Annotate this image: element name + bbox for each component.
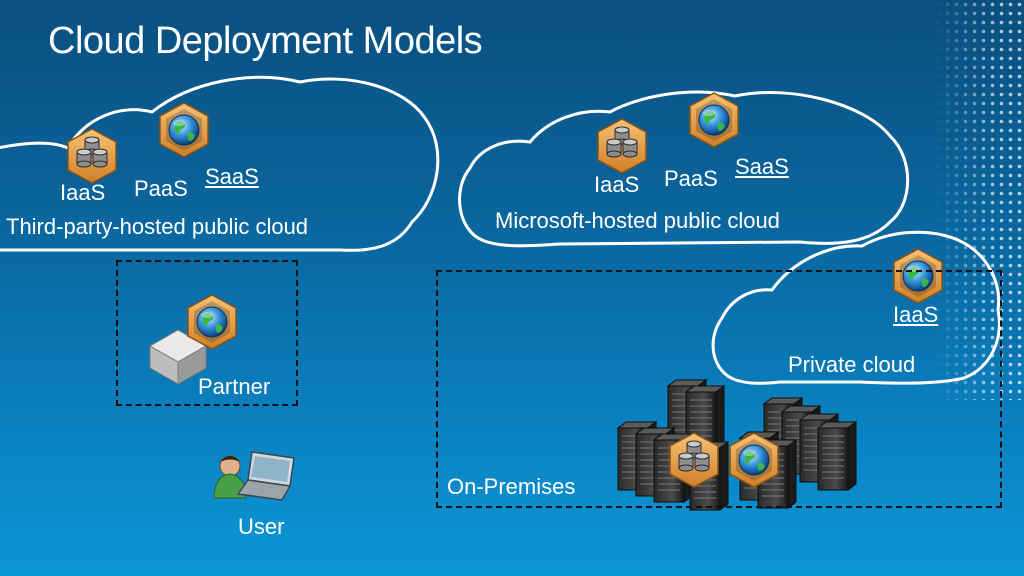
third-party-paas-label: PaaS bbox=[134, 176, 188, 201]
microsoft-iaas-label: IaaS bbox=[594, 172, 640, 197]
page-title: Cloud Deployment Models bbox=[48, 20, 483, 62]
third-party-cloud-caption: Third-party-hosted public cloud bbox=[6, 214, 309, 239]
partner-boundary bbox=[116, 260, 298, 406]
third-party-saas-link[interactable]: SaaS bbox=[205, 164, 259, 189]
partner-label: Partner bbox=[198, 374, 271, 399]
on-premises-label: On-Premises bbox=[447, 474, 576, 499]
private-cloud-shape bbox=[711, 230, 1001, 385]
on-premises-boundary bbox=[436, 270, 1002, 508]
user-label: User bbox=[238, 514, 285, 539]
microsoft-cloud-shape bbox=[458, 90, 910, 248]
private-iaas-link[interactable]: IaaS bbox=[893, 302, 939, 327]
microsoft-cloud-caption: Microsoft-hosted public cloud bbox=[495, 208, 780, 233]
private-cloud-caption: Private cloud bbox=[788, 352, 916, 377]
third-party-iaas-label: IaaS bbox=[60, 180, 106, 205]
decorative-dot-pattern bbox=[934, 0, 1024, 400]
globe-hex-icon bbox=[689, 92, 739, 148]
globe-hex-icon bbox=[159, 102, 209, 158]
database-hex-icon bbox=[597, 118, 647, 174]
user-laptop-icon bbox=[213, 451, 295, 501]
microsoft-saas-link[interactable]: SaaS bbox=[735, 154, 789, 179]
microsoft-paas-label: PaaS bbox=[664, 166, 718, 191]
